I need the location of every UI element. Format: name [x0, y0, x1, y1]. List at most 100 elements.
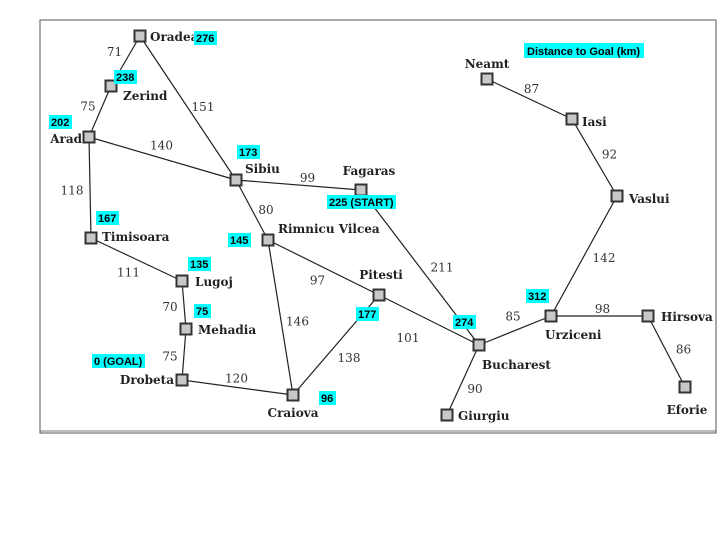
heuristic-value: 75 [196, 306, 208, 318]
city-label-giurgiu: Giurgiu [458, 409, 510, 423]
city-node-eforie [678, 380, 692, 394]
road-distance-label: 90 [467, 382, 482, 396]
badge-background [526, 289, 549, 303]
road-bucharest-giurgiu [446, 344, 480, 416]
road-mehadia-drobeta [181, 328, 187, 381]
city-node-drobeta [175, 373, 189, 387]
road-distance-label: 120 [225, 372, 248, 386]
city-node-lugoj [175, 274, 189, 288]
city-label-mehadia: Mehadia [198, 323, 256, 337]
road-distance-label: 138 [338, 351, 361, 365]
city-node-rimnicu [261, 233, 275, 247]
road-distance-label: 151 [192, 100, 215, 114]
city-label-zerind: Zerind [123, 89, 168, 103]
city-label-eforie: Eforie [667, 403, 708, 417]
heuristic-value: 135 [190, 259, 208, 271]
badge-background [49, 115, 72, 129]
road-sibiu-rimnicu [235, 179, 269, 241]
road-distance-label: 98 [595, 302, 610, 316]
road-iasi-neamt [486, 78, 573, 120]
city-label-hirsova: Hirsova [661, 310, 713, 324]
road-edges [88, 35, 686, 416]
badge-background [114, 70, 137, 84]
road-distance-label: 211 [431, 261, 454, 275]
city-label-vaslui: Vaslui [628, 192, 670, 206]
badge-background [96, 211, 119, 225]
heuristic-value: 238 [116, 72, 134, 84]
city-node-pitesti [372, 288, 386, 302]
city-label-drobeta: Drobeta [120, 373, 174, 387]
heuristic-value: 177 [358, 309, 376, 321]
road-oradea-sibiu [139, 35, 237, 181]
heuristic-badge-fagaras: 225 (START) [327, 195, 396, 209]
city-node-urziceni [544, 309, 558, 323]
city-label-neamt: Neamt [465, 57, 510, 71]
road-rimnicu-pitesti [267, 239, 380, 296]
badge-background [327, 195, 396, 209]
road-pitesti-bucharest [378, 294, 480, 346]
city-node-timisoara [84, 231, 98, 245]
road-distance-label: 101 [397, 331, 420, 345]
heuristic-value: 225 (START) [329, 197, 394, 209]
heuristic-badge-mehadia: 75 [194, 304, 211, 318]
road-distance-label: 92 [602, 148, 617, 162]
city-node-oradea [133, 29, 147, 43]
legend-label: Distance to Goal (km) [527, 46, 640, 58]
road-timisoara-lugoj [90, 237, 183, 282]
city-node-neamt [480, 72, 494, 86]
city-node-zerind [104, 79, 118, 93]
heuristic-badge-oradea: 276 [194, 31, 217, 45]
road-sibiu-fagaras [235, 179, 362, 191]
road-arad-sibiu [88, 136, 237, 181]
city-label-sibiu: Sibiu [245, 162, 280, 176]
heuristic-value: 145 [230, 235, 248, 247]
heuristic-badge-bucharest: 274 [453, 315, 476, 329]
heuristic-value: 173 [239, 147, 257, 159]
heuristic-badge-urziceni: 312 [526, 289, 549, 303]
road-vaslui-iasi [571, 118, 618, 197]
city-nodes [82, 29, 692, 422]
heuristic-value: 276 [196, 33, 214, 45]
road-distance-label: 87 [524, 82, 539, 96]
badge-background [92, 354, 145, 368]
road-hirsova-eforie [647, 315, 686, 388]
heuristic-badge-drobeta: 0 (GOAL) [92, 354, 145, 368]
road-distance-label: 111 [117, 266, 140, 280]
city-label-craiova: Craiova [268, 406, 319, 420]
badge-background [228, 233, 251, 247]
city-label-timisoara: Timisoara [102, 230, 170, 244]
city-label-iasi: Iasi [582, 115, 607, 129]
badge-background [319, 391, 336, 405]
heuristic-value: 274 [455, 317, 474, 329]
city-node-bucharest [472, 338, 486, 352]
heuristic-badge-craiova: 96 [319, 391, 336, 405]
road-distance-label: 80 [258, 203, 273, 217]
heuristic-badge-timisoara: 167 [96, 211, 119, 225]
badge-background [237, 145, 260, 159]
heuristic-value: 312 [528, 291, 546, 303]
road-distance-label: 86 [676, 343, 691, 357]
city-node-sibiu [229, 173, 243, 187]
city-node-craiova [286, 388, 300, 402]
road-drobeta-craiova [181, 379, 294, 396]
heuristic-badge-lugoj: 135 [188, 257, 211, 271]
city-node-vaslui [610, 189, 624, 203]
road-distance-label: 75 [80, 100, 95, 114]
badge-background [194, 31, 217, 45]
heuristic-value: 167 [98, 213, 116, 225]
badge-background [194, 304, 211, 318]
road-zerind-arad [88, 85, 112, 138]
city-labels: OradeaZerindAradSibiuTimisoaraLugojMehad… [49, 30, 713, 423]
legend: Distance to Goal (km) [524, 43, 644, 58]
city-label-bucharest: Bucharest [482, 358, 551, 372]
road-distance-label: 71 [107, 45, 122, 59]
heuristic-badge-zerind: 238 [114, 70, 137, 84]
city-label-fagaras: Fagaras [343, 164, 396, 178]
road-distance-label: 140 [150, 139, 173, 153]
heuristic-value: 96 [321, 393, 333, 405]
map-frame [39, 19, 717, 434]
heuristic-badge-pitesti: 177 [356, 307, 379, 321]
